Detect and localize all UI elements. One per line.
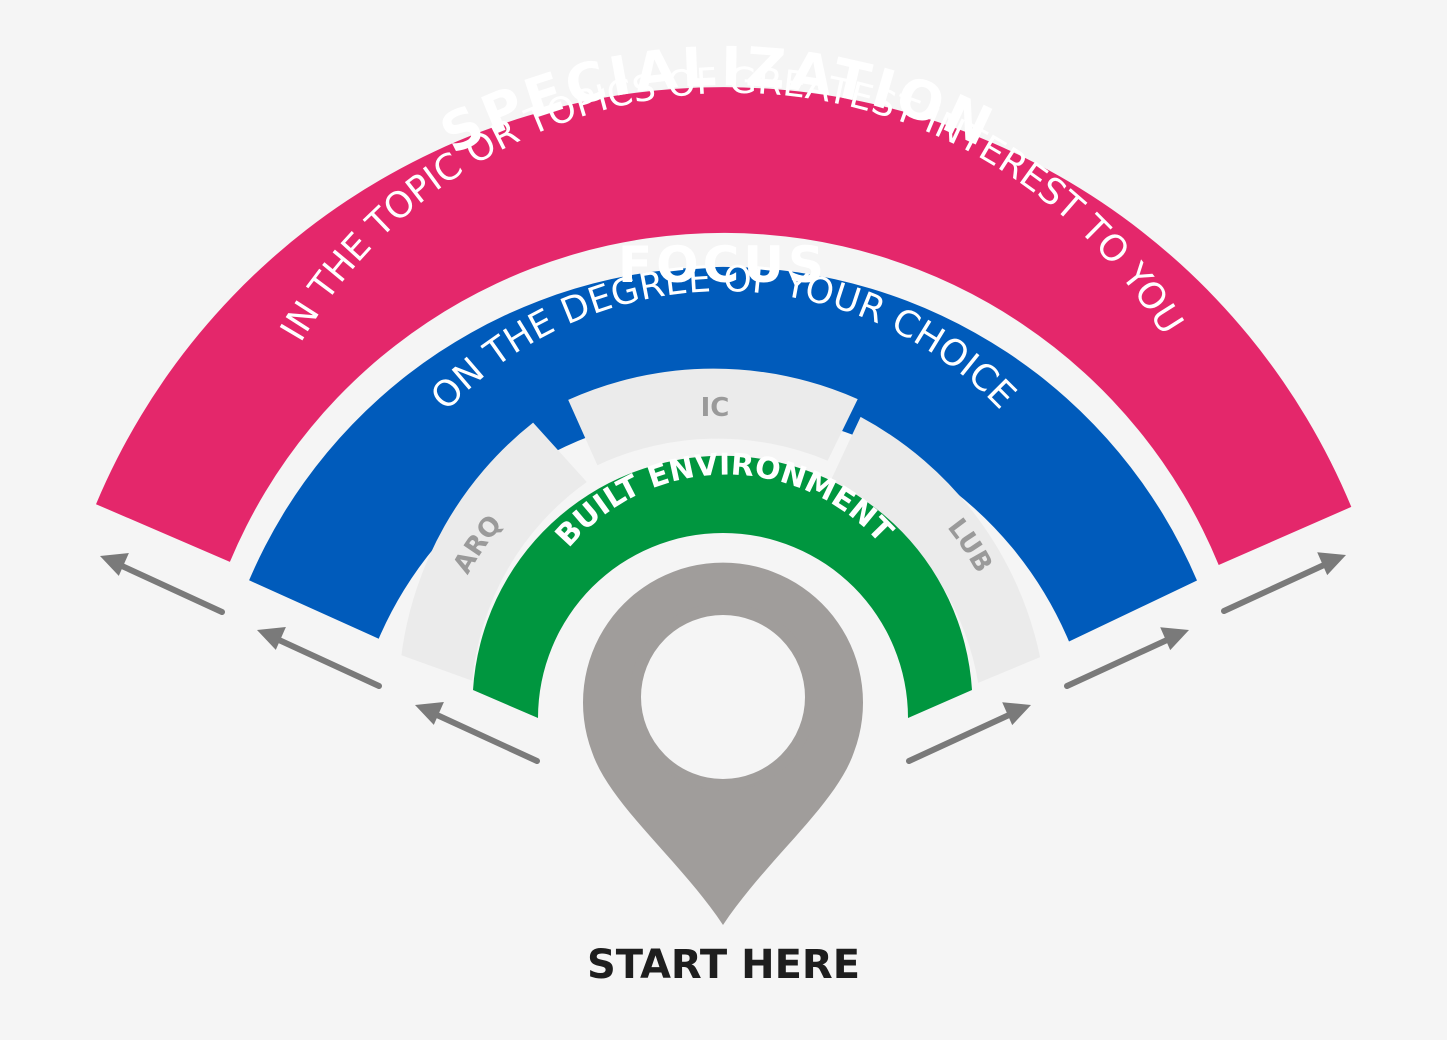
built-environment-band — [473, 455, 972, 718]
arrow-inner-right — [906, 702, 1031, 764]
focus-band — [249, 266, 1198, 642]
degree-segment-lub — [829, 416, 1041, 683]
degree-segment-ic — [568, 368, 858, 466]
degree-label-ic: IC — [701, 393, 730, 423]
arrow-inner-left — [415, 702, 540, 764]
arrow-outer-right — [1221, 552, 1346, 614]
arrow-middle-right — [1064, 627, 1189, 689]
arrow-outer-left — [100, 553, 225, 615]
degree-segment-arq — [401, 422, 587, 681]
focus-title: FOCUS — [618, 236, 828, 294]
map-pin-icon — [583, 562, 863, 925]
arrows — [100, 552, 1346, 764]
specialization-band — [96, 87, 1352, 565]
arrow-middle-left — [257, 627, 382, 689]
start-here-label: START HERE — [586, 942, 861, 988]
